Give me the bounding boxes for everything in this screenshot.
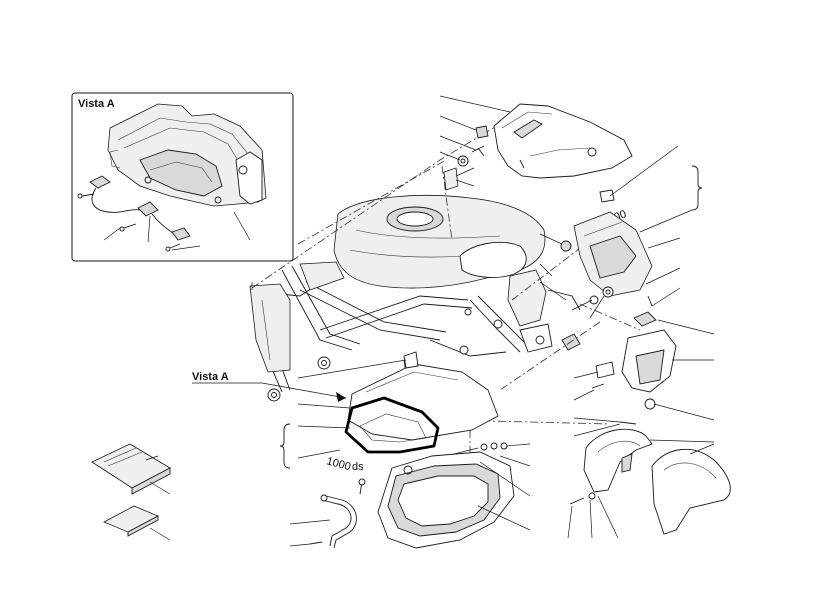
leader-lines: [149, 95, 715, 547]
inset-title: Vista A: [78, 98, 115, 110]
seal-gasket: [344, 396, 440, 454]
wire-bracket: [309, 494, 357, 549]
front-mudguard-outer: [651, 448, 731, 535]
inset-connector-3: [171, 227, 191, 241]
belly-pan-assembly: 1000 ds: [325, 351, 515, 549]
brace-right: [691, 165, 703, 211]
frame-assembly: [249, 195, 581, 402]
view-callout-label: Vista A: [192, 371, 229, 383]
inset-connector-1: [89, 175, 111, 189]
tail-fasteners: [443, 125, 489, 191]
code-ds-lower: ds: [352, 461, 364, 473]
front-fairing-parts: 1000: [560, 189, 731, 535]
inset-connector-2: [137, 201, 159, 217]
code-1000-lower: 1000: [325, 455, 352, 473]
brace-left: [279, 423, 291, 469]
tail-cover-shell: [493, 103, 633, 179]
vista-a-inset: Vista A: [71, 92, 294, 262]
manual-booklet: [91, 443, 171, 495]
tail-cover: [493, 103, 633, 179]
vista-a-callout: Vista A: [192, 371, 347, 402]
front-mudguard-inner: [583, 428, 653, 493]
document-pouch: [103, 505, 159, 537]
upper-cover: [347, 363, 499, 441]
